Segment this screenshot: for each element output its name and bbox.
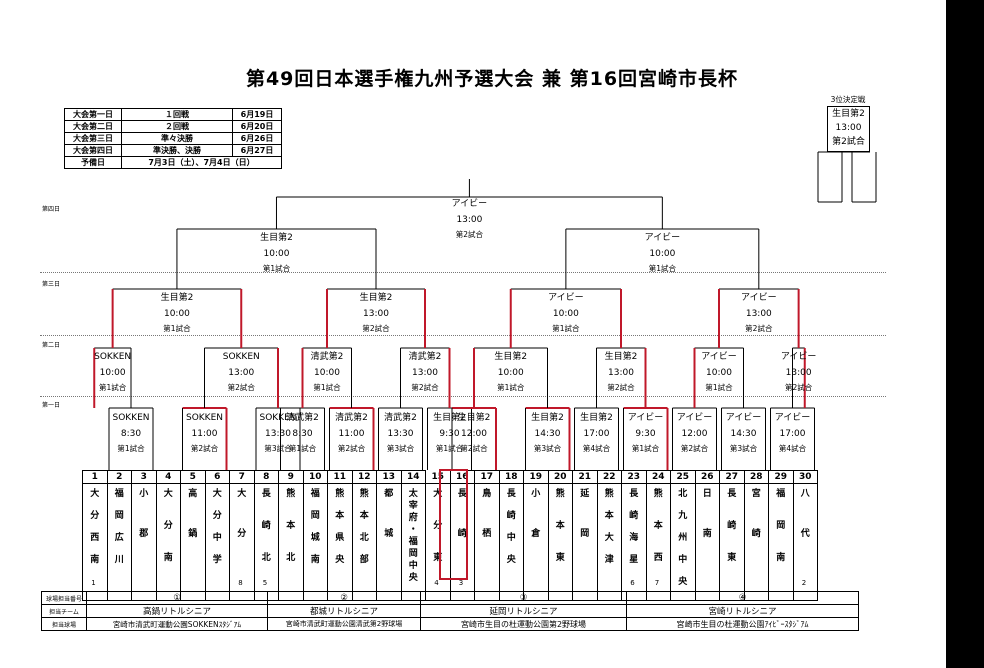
seed-number: 2 xyxy=(801,579,807,587)
seed-number: 5 xyxy=(262,579,268,587)
team-number: 29 xyxy=(768,470,794,484)
team-number: 19 xyxy=(523,470,549,484)
team-number: 1 xyxy=(82,470,108,484)
team-name: 鳥栖 xyxy=(474,483,500,601)
team-number: 2 xyxy=(106,470,132,484)
seed-number: 1 xyxy=(91,579,96,587)
venue-assignment-table: 球場担当番号 ① ② ③ ④ 担当チーム 高鍋リトルシニア 都城リトルシニア 延… xyxy=(41,591,859,631)
team-name: 宮崎 xyxy=(743,483,769,601)
seed-number: 4 xyxy=(434,579,439,587)
team-name: 福岡城南 xyxy=(302,483,328,601)
team-name: 北九州中央 xyxy=(670,483,696,601)
team-number: 22 xyxy=(596,470,622,484)
day-label-3: 第三日 xyxy=(42,281,61,288)
team-name: 長崎東 xyxy=(719,483,745,601)
team-name: 小郡 xyxy=(131,483,157,601)
team-name: 熊本北 xyxy=(278,483,304,601)
team-name: 熊本北部 xyxy=(351,483,377,601)
day-label-2: 第二日 xyxy=(42,342,61,349)
team-number: 14 xyxy=(400,470,426,484)
team-name: 福岡広川 xyxy=(106,483,132,601)
right-edge-bar xyxy=(946,0,984,668)
team-name: 熊本県央 xyxy=(327,483,353,601)
team-name: 大分中学 xyxy=(204,483,230,601)
team-number: 27 xyxy=(719,470,745,484)
team-number: 24 xyxy=(645,470,671,484)
team-number: 20 xyxy=(547,470,573,484)
team-number: 6 xyxy=(204,470,230,484)
team-name: 熊本西 xyxy=(645,483,671,601)
page-title: 第49回日本選手権九州予選大会 兼 第16回宮崎市長杯 xyxy=(245,68,739,90)
team-number: 9 xyxy=(278,470,304,484)
team-name: 大分東 xyxy=(425,483,451,601)
day-divider xyxy=(40,335,886,336)
day-label-4: 第四日 xyxy=(42,206,61,213)
team-number: 13 xyxy=(376,470,402,484)
team-number: 26 xyxy=(694,470,720,484)
team-number: 21 xyxy=(572,470,598,484)
team-name: 大分南 xyxy=(155,483,181,601)
seed-number: 8 xyxy=(238,579,243,587)
team-name: 日南 xyxy=(694,483,720,601)
team-number: 8 xyxy=(253,470,279,484)
team-name: 太宰府・福岡中央 xyxy=(400,483,426,601)
team-name: 延岡 xyxy=(572,483,598,601)
team-name: 長崎中央 xyxy=(498,483,524,601)
team-number: 4 xyxy=(155,470,181,484)
team-number: 25 xyxy=(670,470,696,484)
team-name: 高鍋 xyxy=(180,483,206,601)
team-number: 7 xyxy=(229,470,255,484)
team-number: 11 xyxy=(327,470,353,484)
seed-number: 7 xyxy=(654,579,660,587)
day-divider xyxy=(40,396,886,397)
team-name: 熊本東 xyxy=(547,483,573,601)
day-divider xyxy=(40,272,886,273)
team-name: 熊本大津 xyxy=(596,483,622,601)
team-name: 小倉 xyxy=(523,483,549,601)
team-name: 長崎海星 xyxy=(621,483,647,601)
team-name: 福岡南 xyxy=(768,483,794,601)
team-number: 5 xyxy=(180,470,206,484)
team-number: 28 xyxy=(743,470,769,484)
team-name: 都城 xyxy=(376,483,402,601)
seed-number: 3 xyxy=(458,579,464,587)
team-number: 18 xyxy=(498,470,524,484)
seed-number: 6 xyxy=(630,579,635,587)
team-number: 12 xyxy=(351,470,377,484)
highlight-team-15 xyxy=(439,469,468,580)
team-name: 八代 xyxy=(792,483,818,601)
team-number: 3 xyxy=(131,470,157,484)
team-number: 30 xyxy=(792,470,818,484)
team-number: 10 xyxy=(302,470,328,484)
team-number: 17 xyxy=(474,470,500,484)
day-label-1: 第一日 xyxy=(42,402,61,409)
third-place-label: 3位決定戦 xyxy=(830,95,866,104)
team-number: 23 xyxy=(621,470,647,484)
